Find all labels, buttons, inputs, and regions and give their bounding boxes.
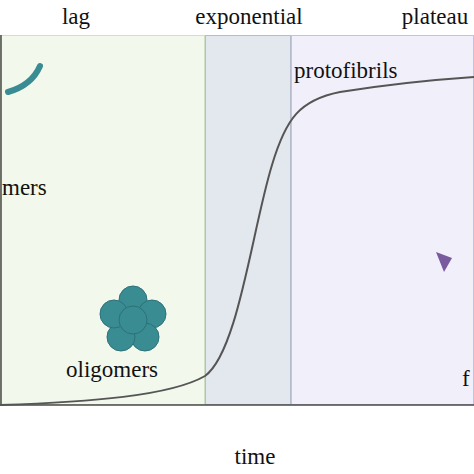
phase-band: lag bbox=[0, 35, 205, 405]
phase-heading: exponential bbox=[195, 4, 302, 30]
y-axis bbox=[0, 35, 2, 405]
monomer-figure bbox=[8, 66, 40, 92]
stage-label: protofibrils bbox=[294, 58, 398, 84]
phase-heading: plateau bbox=[402, 4, 468, 30]
oligomer-figure bbox=[100, 286, 166, 351]
time-axis bbox=[0, 404, 474, 406]
sigmoid-curve bbox=[0, 77, 474, 405]
phase-heading: lag bbox=[62, 4, 90, 30]
stage-label: oligomers bbox=[66, 357, 158, 383]
axis-label: time bbox=[235, 444, 276, 470]
stage-label: f bbox=[462, 366, 470, 392]
fibril-figure bbox=[436, 252, 452, 272]
phase-band: plateau bbox=[291, 35, 474, 405]
stage-label: mers bbox=[2, 175, 47, 201]
phase-band: exponential bbox=[205, 35, 291, 405]
